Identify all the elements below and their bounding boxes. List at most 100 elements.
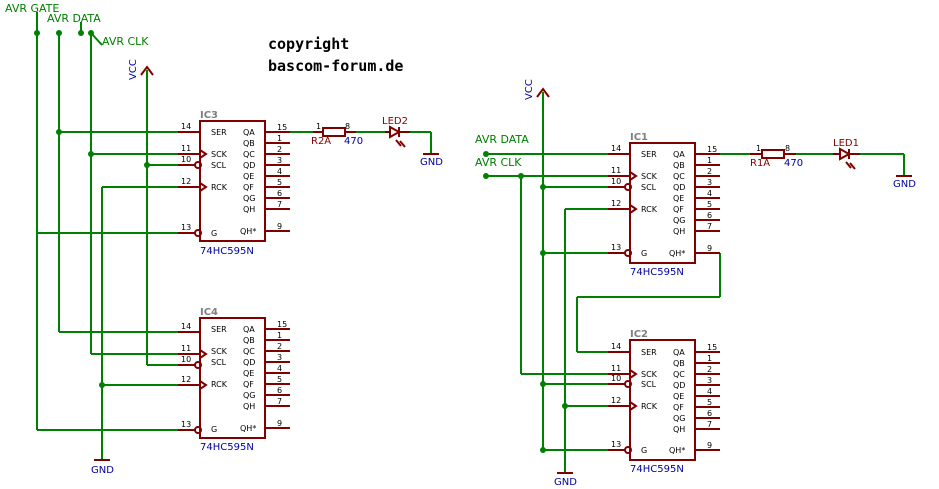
svg-text:QA: QA: [673, 348, 685, 357]
gnd-label-led1: GND: [893, 179, 916, 190]
svg-text:14: 14: [181, 322, 191, 331]
svg-text:8: 8: [345, 122, 350, 131]
vcc-symbol-left: VCC: [128, 59, 154, 80]
svg-text:13: 13: [181, 420, 191, 429]
svg-text:SCL: SCL: [641, 380, 657, 389]
ic3-pin1: 1: [277, 134, 282, 143]
r1a-value: 470: [784, 158, 803, 169]
ic3-right-pins: [265, 131, 290, 232]
ic2-part: 74HC595N: [630, 464, 684, 475]
ic3-qg: QG: [243, 194, 256, 203]
ic3-pin13: 13: [181, 223, 191, 232]
ic4-input-wires: [37, 331, 178, 431]
ic2-name: IC2: [630, 329, 648, 340]
ic3-pin14: 14: [181, 122, 191, 131]
svg-text:SER: SER: [641, 150, 657, 159]
ic3-part: 74HC595N: [200, 246, 254, 257]
net-label-avr-clk-left: AVR CLK: [102, 35, 149, 48]
svg-text:4: 4: [707, 387, 712, 396]
svg-text:QF: QF: [673, 205, 684, 214]
svg-text:15: 15: [707, 145, 717, 154]
svg-text:1: 1: [707, 354, 712, 363]
svg-text:QH: QH: [673, 425, 685, 434]
svg-text:QG: QG: [673, 414, 686, 423]
r2a-name: R2A: [311, 136, 331, 147]
ic3-pin10: 10: [181, 155, 191, 164]
ic3-pin2: 2: [277, 145, 282, 154]
svg-text:QA: QA: [673, 150, 685, 159]
svg-text:QF: QF: [243, 380, 254, 389]
ic3-qd: QD: [243, 161, 255, 170]
ic4-part: 74HC595N: [200, 442, 254, 453]
ic3-input-wires: [37, 131, 178, 234]
svg-text:QB: QB: [673, 161, 685, 170]
right-bus-dots: [483, 151, 568, 453]
gnd-symbol-right: GND: [554, 472, 577, 488]
ic3-qa: QA: [243, 128, 255, 137]
svg-text:6: 6: [707, 409, 712, 418]
ic3-pin15: 15: [277, 123, 287, 132]
svg-text:7: 7: [707, 420, 712, 429]
svg-text:QE: QE: [673, 194, 684, 203]
svg-text:7: 7: [277, 397, 282, 406]
svg-text:9: 9: [707, 441, 712, 450]
copyright-line1: copyright: [268, 35, 349, 53]
led1-name: LED1: [833, 138, 859, 149]
ic2-chip: IC2 74HC595N 14 11 10 12 13 SER SCK SCL …: [608, 329, 720, 475]
ic3-qe: QE: [243, 172, 254, 181]
svg-text:9: 9: [707, 244, 712, 253]
ic3-pin6: 6: [277, 189, 282, 198]
svg-text:G: G: [211, 425, 217, 434]
svg-text:9: 9: [277, 419, 282, 428]
svg-text:SCL: SCL: [641, 183, 657, 192]
svg-text:3: 3: [707, 178, 712, 187]
svg-text:SCK: SCK: [641, 370, 658, 379]
ic3-qc: QC: [243, 150, 255, 159]
svg-text:12: 12: [611, 396, 621, 405]
gnd-label-led2: GND: [420, 157, 443, 168]
net-label-avr-data-left: AVR DATA: [47, 12, 101, 25]
led2: LED2 GND: [382, 116, 443, 168]
svg-text:1: 1: [707, 156, 712, 165]
svg-text:QD: QD: [673, 381, 685, 390]
svg-text:QG: QG: [673, 216, 686, 225]
svg-text:G: G: [641, 446, 647, 455]
svg-text:QA: QA: [243, 325, 255, 334]
svg-text:SCL: SCL: [211, 358, 227, 367]
vcc-label-right: VCC: [524, 79, 535, 100]
svg-text:2: 2: [707, 365, 712, 374]
ic3-qh: QH: [243, 205, 255, 214]
ic3-pin9: 9: [277, 222, 282, 231]
svg-text:11: 11: [181, 344, 191, 353]
svg-text:10: 10: [611, 177, 621, 186]
ic3-qb: QB: [243, 139, 255, 148]
ic3-qf: QF: [243, 183, 254, 192]
svg-text:4: 4: [707, 189, 712, 198]
ic3-pin5: 5: [277, 178, 282, 187]
svg-text:15: 15: [707, 343, 717, 352]
svg-text:7: 7: [707, 222, 712, 231]
svg-text:3: 3: [277, 353, 282, 362]
ic1-name: IC1: [630, 132, 648, 143]
svg-text:QE: QE: [673, 392, 684, 401]
svg-text:8: 8: [785, 144, 790, 153]
ic3-sck: SCK: [211, 150, 228, 159]
ic3-ser: SER: [211, 128, 227, 137]
svg-text:QC: QC: [673, 172, 685, 181]
ic3-pin3: 3: [277, 156, 282, 165]
led2-name: LED2: [382, 116, 408, 127]
led1: LED1 GND: [833, 138, 916, 190]
svg-text:SER: SER: [211, 325, 227, 334]
r2a-value: 470: [344, 136, 363, 147]
svg-text:3: 3: [707, 376, 712, 385]
ic4-chip: IC4 74HC595N 14 11 10 12 13 SER SCK SCL …: [178, 307, 290, 453]
svg-text:12: 12: [181, 375, 191, 384]
svg-text:14: 14: [611, 144, 621, 153]
svg-text:5: 5: [707, 200, 712, 209]
svg-text:14: 14: [611, 342, 621, 351]
ic3-chip: IC3 74HC595N 14 11 10 12 13 SER SCK SCL …: [178, 110, 290, 257]
svg-text:QH*: QH*: [669, 446, 685, 455]
ic3-g: G: [211, 229, 217, 238]
svg-text:10: 10: [181, 355, 191, 364]
